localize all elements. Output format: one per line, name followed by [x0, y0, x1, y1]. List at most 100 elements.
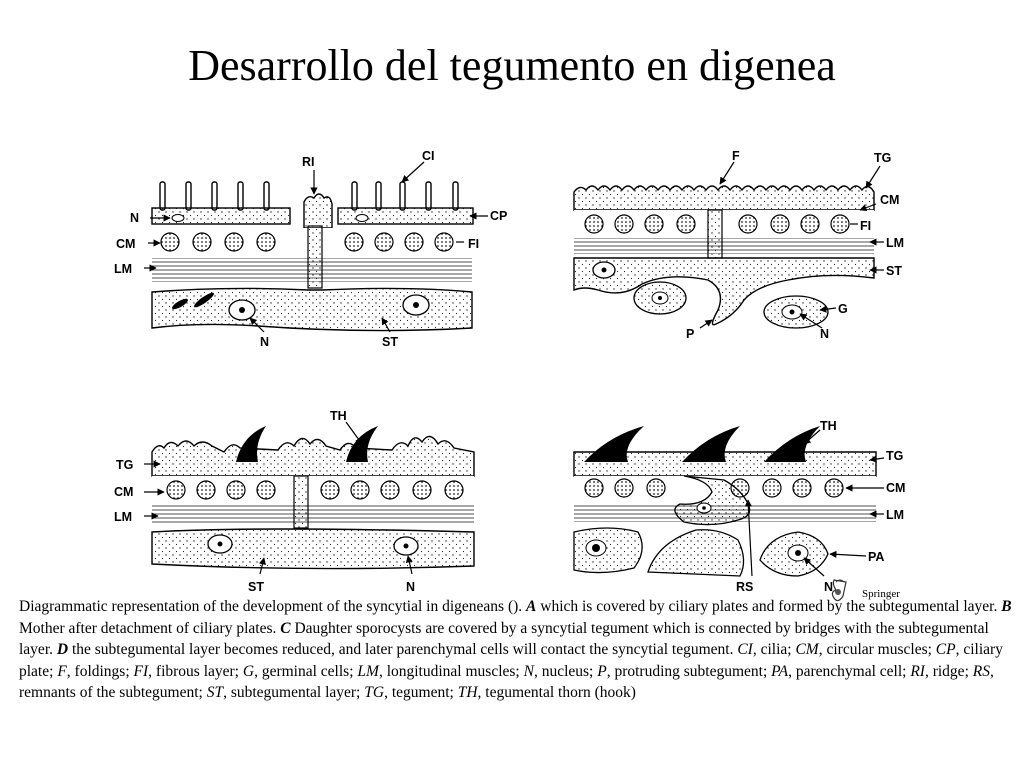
abbr-cp: CP — [935, 641, 956, 658]
abbr-rs: RS — [972, 662, 990, 680]
caption-sentence-3: Mother after detachment of ciliary plate… — [19, 619, 277, 637]
label-fi-b: FI — [860, 219, 871, 233]
pa-pointer — [829, 550, 867, 558]
bridge-b — [707, 209, 723, 259]
rs-pointer — [744, 499, 753, 577]
tegument-diagram-figure: RI CI N CP CM FI LM N ST — [114, 149, 905, 594]
abbr-tg-def: , tegument; — [384, 684, 458, 701]
abbr-lm: LM — [357, 662, 379, 680]
label-fi-a: FI — [468, 237, 479, 251]
panel-a: RI CI N CP CM FI LM N ST — [114, 149, 507, 349]
abbr-fi: FI — [133, 662, 149, 680]
caption-sentence-2: which is covered by ciliary plates and f… — [540, 598, 998, 615]
caption-letter-d: D — [56, 641, 69, 658]
abbr-ci: CI — [737, 641, 753, 658]
abbr-th-def: , tegumental thorn (hook) — [477, 684, 636, 701]
label-n-d: N — [824, 580, 833, 594]
tg-pointer-d — [869, 455, 885, 463]
abbr-pa: PA — [771, 662, 789, 680]
abbr-n: N — [523, 662, 534, 680]
caption-sentence-5: the subtegumental layer becomes reduced,… — [71, 641, 734, 658]
abbr-f-def: , foldings; — [66, 662, 134, 680]
th-pointer-c — [345, 421, 363, 445]
caption-sentence-1: Diagrammatic representation of the devel… — [19, 598, 523, 615]
label-th-c: TH — [330, 409, 347, 423]
abbr-cm-def: , circular muscles; — [818, 641, 936, 658]
label-n-c: N — [406, 580, 415, 594]
circular-muscles-d — [584, 478, 844, 498]
label-cm-c: CM — [114, 485, 133, 499]
label-cm-d: CM — [886, 481, 905, 495]
label-cm-a: CM — [116, 237, 135, 251]
circular-muscles-b — [584, 214, 850, 234]
syncytial-bridge — [307, 225, 323, 289]
ciliary-plate-left — [151, 207, 291, 225]
label-f: F — [732, 149, 740, 163]
subtegumental-layer-b — [573, 257, 875, 326]
abbr-p: P — [597, 662, 607, 680]
subtegumental-layer-c — [151, 528, 475, 570]
abbr-ri: RI — [910, 662, 925, 680]
circular-muscles — [160, 232, 454, 252]
ci-pointer — [401, 161, 425, 183]
caption-letter-c: C — [280, 619, 291, 637]
panel-d: TH TG CM LM PA RS N — [573, 419, 905, 594]
panel-c: TH TG CM LM ST N — [114, 409, 475, 594]
label-g: G — [838, 302, 848, 316]
ridge — [303, 193, 333, 229]
abbr-rs-def: , remnants of the subtegument; — [19, 662, 994, 702]
tegumental-thorn-d1 — [584, 426, 644, 462]
label-ci: CI — [422, 149, 435, 163]
tegumental-thorn-d3 — [764, 426, 820, 462]
f-pointer — [719, 161, 735, 185]
label-n-b: N — [820, 327, 829, 341]
abbr-th: TH — [457, 684, 478, 701]
circular-muscles-c — [166, 480, 464, 500]
abbr-f: F — [57, 662, 67, 680]
label-tg-c: TG — [116, 458, 133, 472]
label-cp: CP — [490, 209, 507, 223]
caption-sentence-4: Daughter sporocysts are covered by a syn… — [19, 619, 989, 659]
label-th-d: TH — [820, 419, 837, 433]
abbr-g-def: , germinal cells; — [254, 662, 358, 680]
label-st-a: ST — [382, 335, 398, 349]
abbr-tg: TG — [364, 684, 385, 701]
abbr-p-def: , protruding subtegument; — [606, 662, 772, 680]
slide-title: Desarrollo del tegumento en digenea — [188, 41, 836, 90]
label-lm-d: LM — [886, 508, 904, 522]
longitudinal-muscles-c — [152, 504, 474, 524]
abbr-pa-def: , parenchymal cell; — [788, 662, 911, 680]
panel-b: F TG CM FI LM ST G P N — [573, 149, 904, 341]
tegument-c — [151, 435, 475, 477]
cm-pointer-b — [859, 203, 877, 212]
n-pointer-c — [405, 555, 413, 575]
subtegumental-layer — [151, 287, 473, 332]
parenchymal-cell-2 — [647, 529, 745, 577]
parenchymal-cell-1 — [573, 527, 643, 574]
n-pointer-d — [803, 557, 825, 577]
label-cm-b: CM — [880, 193, 899, 207]
label-st-c: ST — [248, 580, 264, 594]
label-lm-c: LM — [114, 510, 132, 524]
abbr-fi-def: , fibrous layer; — [148, 662, 243, 680]
publisher-name: Springer — [862, 588, 900, 600]
label-n-a: N — [130, 211, 139, 225]
bridge-c — [293, 475, 309, 529]
abbr-st-def: , subtegumental layer; — [223, 684, 365, 701]
caption-abbreviation-list: CI, cilia; CM, circular muscles; CP, cil… — [19, 641, 1003, 701]
st-pointer-c — [258, 557, 266, 575]
springer-logo-icon — [831, 579, 847, 602]
longitudinal-muscles-b — [574, 238, 874, 254]
label-st-b: ST — [886, 264, 902, 278]
label-p: P — [686, 327, 694, 341]
g-pointer — [819, 305, 837, 313]
caption-letter-b: B — [1001, 598, 1012, 615]
label-lm-a: LM — [114, 262, 132, 276]
tegumental-thorn-d2 — [682, 426, 740, 462]
abbr-cp-def: , ciliary plate; — [19, 641, 1003, 680]
label-tg-d: TG — [886, 449, 903, 463]
st-pointer-a — [381, 317, 391, 333]
n-pointer-b — [799, 313, 823, 329]
label-tg-b: TG — [874, 151, 891, 165]
folded-tegument — [573, 185, 875, 211]
